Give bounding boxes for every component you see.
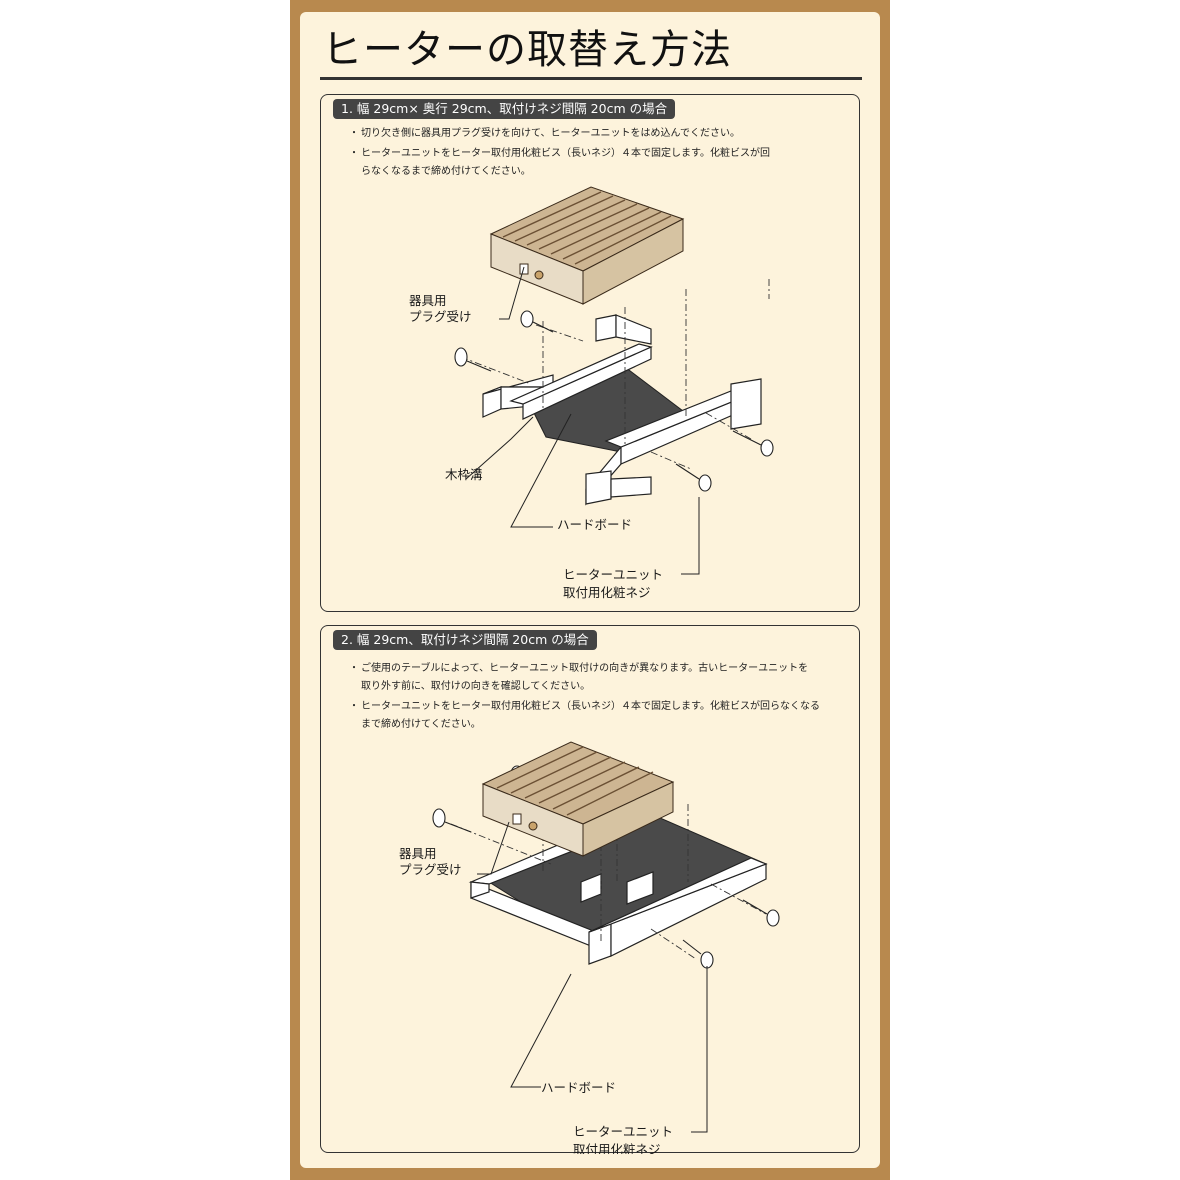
- screw-right-2: [675, 463, 712, 492]
- section-1-note-2: ・ヒーターユニットをヒーター取付用化粧ビス（長いネジ）４本で固定します。化粧ビス…: [349, 148, 770, 177]
- section-1: 1. 幅 29cm× 奥行 29cm、取付けネジ間隔 20cm の場合 ・切り欠…: [320, 94, 860, 612]
- screw-left-2: [520, 310, 554, 333]
- title-underline: [320, 77, 862, 80]
- section-2-note-2: ・ヒーターユニットをヒーター取付用化粧ビス（長いネジ）４本で固定します。化粧ビス…: [349, 701, 820, 730]
- page-title: ヒーターの取替え方法: [322, 27, 732, 73]
- screw-right-1: [732, 430, 774, 457]
- section-2-note-1: ・ご使用のテーブルによって、ヒーターユニット取付けの向きが異なります。古いヒータ…: [349, 663, 809, 692]
- leader-lines: [465, 266, 700, 575]
- label-plug-line-2: プラグ受け: [409, 309, 472, 324]
- label-hard-board: ハードボード: [557, 517, 632, 532]
- label-screw-line-1: ヒーターユニット: [563, 567, 663, 582]
- screw-set: [454, 310, 774, 492]
- label-screw-line-1: ヒーターユニット: [573, 1124, 673, 1139]
- section-2: 2. 幅 29cm、取付けネジ間隔 20cm の場合 ・ご使用のテーブルによって…: [320, 625, 860, 1154]
- label-screw-line-2: 取付用化粧ネジ: [563, 585, 651, 600]
- section-1-note-1: ・切り欠き側に器具用プラグ受けを向けて、ヒーターユニットをはめ込んでください。: [349, 128, 740, 139]
- leader-lines: [477, 821, 708, 1133]
- screw-left-1: [454, 347, 492, 372]
- section-2-heading: 2. 幅 29cm、取付けネジ間隔 20cm の場合: [333, 630, 597, 650]
- label-wood-groove: 木枠溝: [445, 467, 483, 482]
- section-1-diagram: 器具用 プラグ受け 木枠溝 ハードボード ヒーターユニット 取付用化粧ネジ: [409, 186, 774, 600]
- screw-right-2: [682, 939, 714, 969]
- label-hard-board: ハードボード: [541, 1080, 616, 1095]
- label-plug-line-1: 器具用: [399, 846, 437, 861]
- section-2-diagram: 器具用 プラグ受け ハードボード ヒーターユニット 取付用化粧ネジ: [399, 741, 780, 1154]
- heater-unit: [481, 741, 675, 857]
- screw-right-1: [742, 899, 780, 927]
- heater-unit: [489, 186, 685, 305]
- screw-left-1: [432, 808, 472, 833]
- section-1-heading: 1. 幅 29cm× 奥行 29cm、取付けネジ間隔 20cm の場合: [333, 99, 676, 119]
- label-plug-line-1: 器具用: [409, 293, 447, 308]
- label-plug-line-2: プラグ受け: [399, 862, 462, 877]
- label-screw-line-2: 取付用化粧ネジ: [573, 1142, 661, 1154]
- guide-lines: [460, 279, 770, 470]
